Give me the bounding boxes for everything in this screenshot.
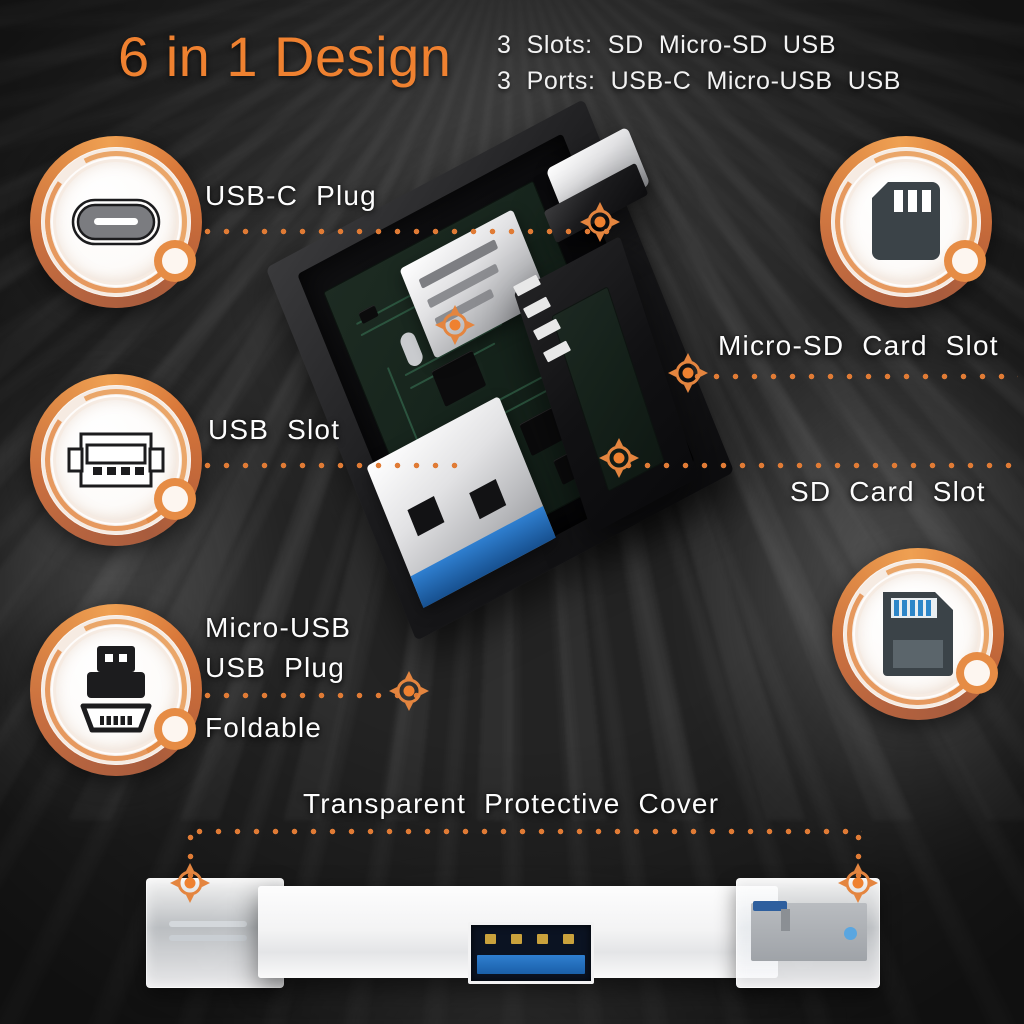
label-usb-plug: USB Plug	[205, 652, 345, 683]
micro-sd-card-icon	[870, 180, 942, 264]
badge-ring-thin	[853, 569, 983, 699]
connector-usb-c-plug	[198, 228, 610, 235]
badge-ring-thin	[51, 395, 181, 525]
badge-usb-flash-micro-usb	[24, 600, 208, 782]
connector-cover-top	[190, 828, 862, 835]
marker-micro-sd-slot	[666, 351, 710, 395]
badge-inner	[56, 162, 176, 282]
usb-a-port-icon	[66, 429, 166, 491]
marker-usb-plug	[387, 669, 431, 713]
badge-ring-thin	[51, 157, 181, 287]
usb-flash-drive-icon	[87, 646, 145, 698]
spec-summary: 3 Slots: SD Micro-SD USB 3 Ports: USB-C …	[497, 28, 901, 99]
marker-cover-left	[168, 861, 212, 905]
marker-usb-c-plug	[578, 200, 622, 244]
connector-sd-card-slot	[619, 462, 1019, 469]
sd-card-icon	[879, 588, 957, 680]
spec-slots: 3 Slots: SD Micro-SD USB	[497, 31, 837, 59]
connector-cover-right-drop	[855, 828, 862, 886]
usb-pin	[485, 934, 496, 944]
usb-pin	[563, 934, 574, 944]
connector-cover-left-drop	[187, 828, 194, 886]
badge-knob	[162, 486, 188, 512]
connector-micro-sd-card-slot	[688, 373, 1018, 380]
badge-inner	[56, 400, 176, 520]
page-title: 6 in 1 Design	[118, 25, 452, 88]
badge-inner	[846, 162, 966, 282]
marker-sd-slot	[597, 436, 641, 480]
usb-pin	[511, 934, 522, 944]
usb-3-blue-insert	[477, 955, 585, 974]
badge-usb-c-connector	[24, 132, 208, 314]
label-sd-card-slot: SD Card Slot	[790, 476, 986, 507]
badge-knob	[952, 248, 978, 274]
usb-pin	[537, 934, 548, 944]
label-usb-slot: USB Slot	[208, 414, 341, 445]
label-foldable: Foldable	[205, 712, 323, 743]
product-closed-view	[140, 872, 884, 992]
badge-ring-thin	[841, 157, 971, 287]
label-micro-usb: Micro-USB	[205, 612, 352, 643]
label-micro-sd-card-slot: Micro-SD Card Slot	[718, 330, 999, 361]
spec-ports: 3 Ports: USB-C Micro-USB USB	[497, 66, 901, 95]
badge-knob	[964, 660, 990, 686]
badge-inner	[56, 630, 176, 750]
connector-micro-usb-usb-plug	[198, 692, 420, 699]
usb-3-port	[468, 922, 594, 984]
connector-usb-slot	[198, 462, 468, 469]
usb-c-connector-icon	[70, 197, 162, 247]
badge-micro-sd-card	[814, 132, 998, 314]
label-transparent-cover: Transparent Protective Cover	[303, 788, 720, 819]
badge-knob	[162, 716, 188, 742]
marker-cover-right	[836, 861, 880, 905]
badge-knob	[162, 248, 188, 274]
badge-sd-card	[826, 544, 1010, 726]
badge-inner	[858, 574, 978, 694]
badge-usb-a-port	[24, 370, 208, 552]
usb-flash-drive-micro-usb-icon-group	[67, 642, 165, 738]
device-body	[258, 886, 778, 984]
badge-ring-thin	[51, 625, 181, 755]
label-usb-c-plug: USB-C Plug	[205, 180, 377, 211]
micro-usb-port-icon	[80, 703, 152, 733]
marker-usb-slot	[433, 303, 477, 347]
